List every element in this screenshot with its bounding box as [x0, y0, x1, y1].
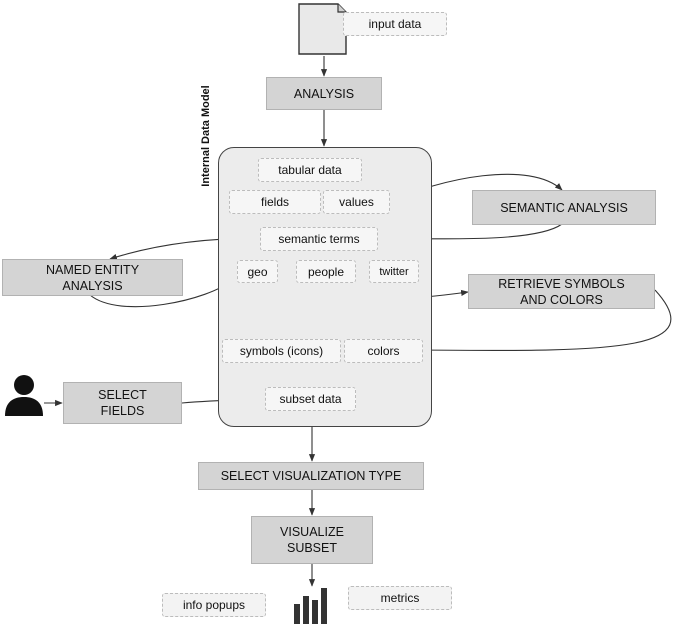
tag-values: values: [323, 190, 390, 214]
tag-symbols-icons: symbols (icons): [222, 339, 341, 363]
tag-subset-data: subset data: [265, 387, 356, 411]
tag-twitter: twitter: [369, 260, 419, 283]
bar-chart-icon: [294, 588, 327, 624]
internal-data-model-title: Internal Data Model: [200, 85, 212, 187]
tag-semantic-terms: semantic terms: [260, 227, 378, 251]
internal-data-model-container: [218, 147, 432, 427]
document-icon: [298, 3, 347, 55]
process-retrieve-symbols-colors: RETRIEVE SYMBOLS AND COLORS: [468, 274, 655, 309]
arrow-retrieve-to-colors: [422, 289, 672, 354]
tag-info-popups: info popups: [162, 593, 266, 617]
user-icon: [5, 375, 43, 416]
process-analysis: ANALYSIS: [266, 77, 382, 110]
process-select-fields: SELECT FIELDS: [63, 382, 182, 424]
process-visualize-subset: VISUALIZE SUBSET: [251, 516, 373, 564]
process-select-visualization-type: SELECT VISUALIZATION TYPE: [198, 462, 424, 490]
tag-colors: colors: [344, 339, 423, 363]
tag-metrics: metrics: [348, 586, 452, 610]
tag-input-data: input data: [343, 12, 447, 36]
process-named-entity-analysis: NAMED ENTITY ANALYSIS: [2, 259, 183, 296]
tag-geo: geo: [237, 260, 278, 283]
process-semantic-analysis: SEMANTIC ANALYSIS: [472, 190, 656, 225]
tag-fields: fields: [229, 190, 321, 214]
tag-people: people: [296, 260, 356, 283]
tag-tabular-data: tabular data: [258, 158, 362, 182]
